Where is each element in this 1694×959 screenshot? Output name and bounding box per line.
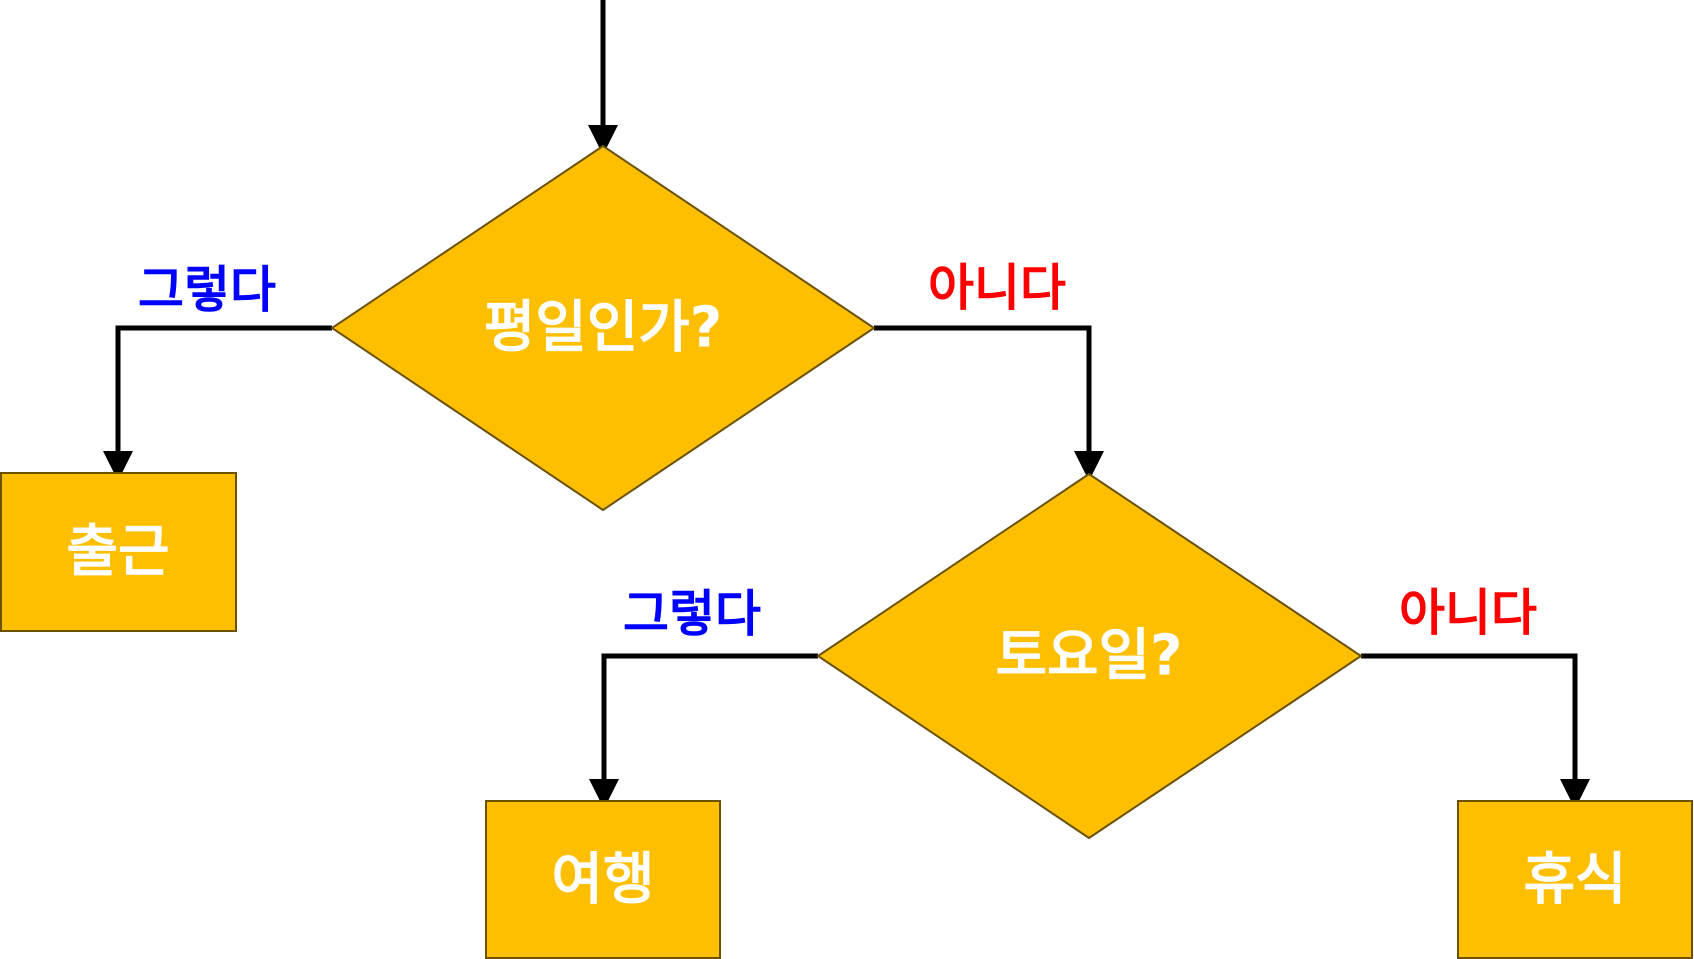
saturday-yes-connector	[589, 653, 818, 809]
decision-saturday: 토요일?	[816, 472, 1363, 840]
weekday-no-connector	[874, 325, 1104, 481]
action-rest-box	[1457, 800, 1693, 959]
action-travel-text: 여행	[551, 848, 654, 913]
action-rest: 휴식	[1457, 800, 1693, 959]
decision-weekday-text: 평일인가?	[484, 296, 723, 361]
weekday-yes-label: 그렇다	[138, 261, 276, 319]
action-travel: 여행	[485, 800, 721, 959]
action-rest-text: 휴식	[1523, 848, 1626, 913]
decision-weekday: 평일인가?	[330, 144, 876, 512]
saturday-no-label: 아니다	[1399, 584, 1537, 642]
decision-saturday-diamond	[816, 472, 1363, 840]
weekday-yes-connector	[103, 325, 332, 481]
action-work: 출근	[0, 472, 237, 632]
action-work-text: 출근	[66, 520, 169, 585]
decision-saturday-text: 토요일?	[995, 624, 1182, 689]
action-travel-box	[485, 800, 721, 959]
action-work-box	[0, 472, 237, 632]
saturday-no-connector	[1361, 653, 1590, 809]
saturday-yes-label: 그렇다	[623, 585, 761, 643]
decision-weekday-diamond	[330, 144, 876, 512]
weekday-no-label: 아니다	[928, 259, 1066, 317]
